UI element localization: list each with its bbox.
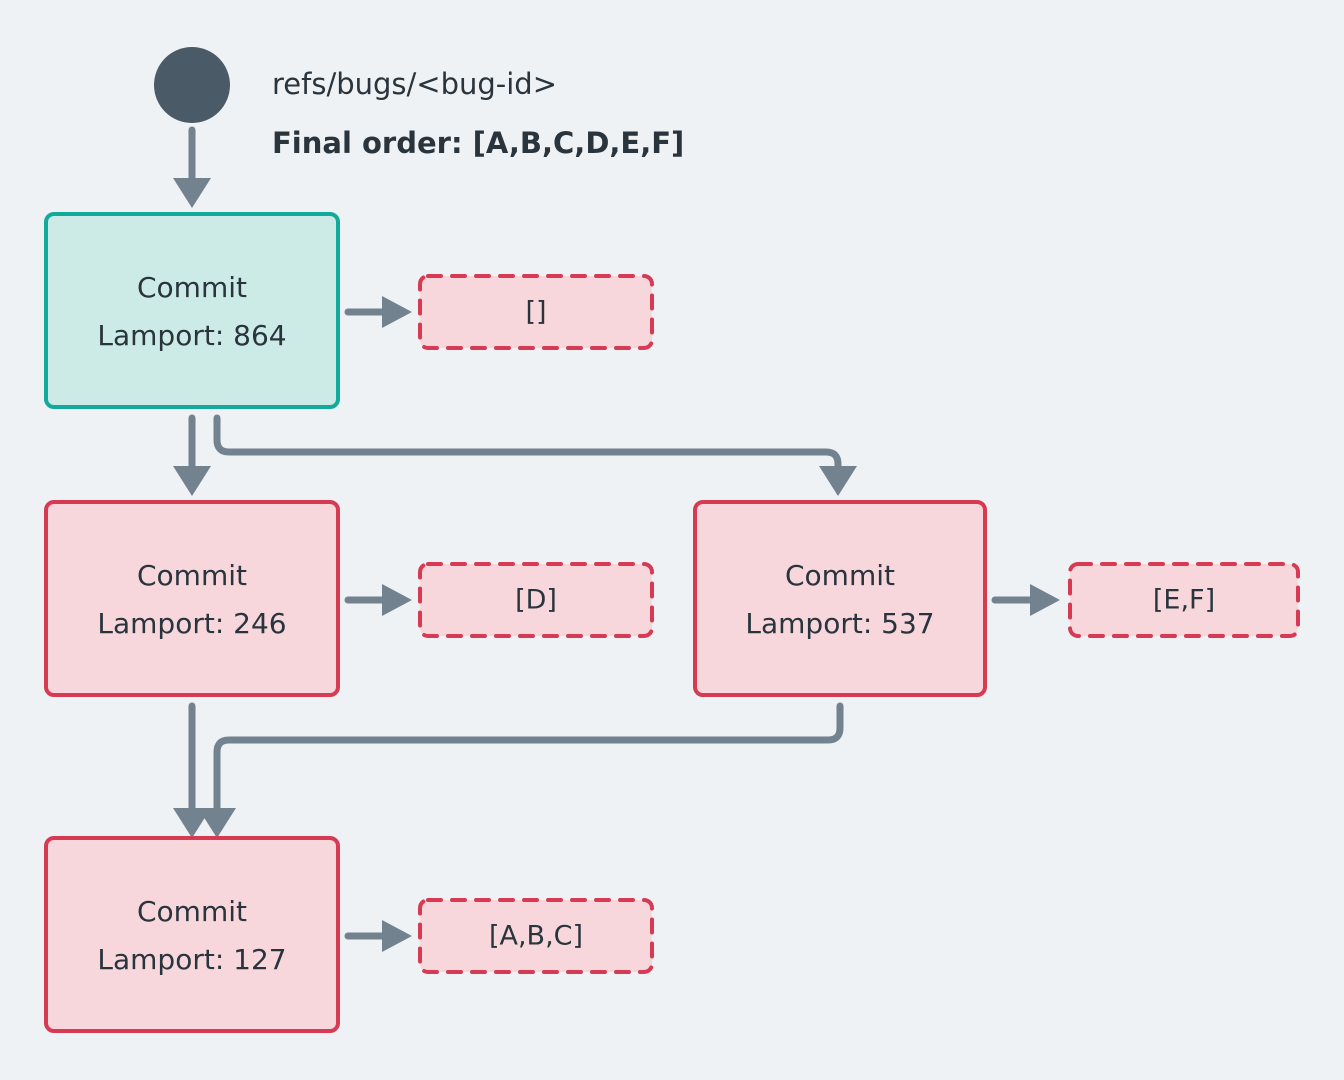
edge-commit-537-to-commit-127 — [198, 702, 844, 838]
node-commit-537-line2: Lamport: 537 — [745, 607, 934, 640]
queue-box-commit-537[interactable]: [E,F] — [1068, 562, 1300, 638]
edge-commit-864-to-commit-537 — [213, 414, 857, 496]
root-node-dot[interactable] — [154, 47, 230, 123]
queue-box-commit-864-label: [] — [525, 297, 546, 328]
queue-box-commit-246-label: [D] — [515, 585, 557, 616]
node-commit-864-line2: Lamport: 864 — [97, 319, 286, 352]
node-commit-537[interactable]: Commit Lamport: 537 — [693, 500, 987, 697]
node-commit-127-line1: Commit — [137, 895, 247, 928]
node-commit-246-line1: Commit — [137, 559, 247, 592]
queue-box-commit-127-label: [A,B,C] — [489, 921, 583, 952]
queue-box-commit-246[interactable]: [D] — [418, 562, 654, 638]
edge-commit-537-to-queue — [991, 584, 1060, 616]
node-commit-537-line1: Commit — [785, 559, 895, 592]
node-commit-127[interactable]: Commit Lamport: 127 — [44, 836, 340, 1033]
ref-path-label: refs/bugs/<bug-id> — [272, 67, 557, 101]
edge-commit-127-to-queue — [344, 920, 412, 952]
edge-commit-864-to-commit-246 — [173, 414, 211, 496]
node-commit-246-line2: Lamport: 246 — [97, 607, 286, 640]
node-commit-864-line1: Commit — [137, 271, 247, 304]
edge-root-to-commit-864 — [173, 126, 211, 208]
queue-box-commit-864[interactable]: [] — [418, 274, 654, 350]
final-order-label: Final order: [A,B,C,D,E,F] — [272, 126, 684, 160]
queue-box-commit-537-label: [E,F] — [1153, 585, 1215, 616]
node-commit-864[interactable]: Commit Lamport: 864 — [44, 212, 340, 409]
edge-commit-246-to-queue — [344, 584, 412, 616]
edge-commit-864-to-queue — [344, 296, 412, 328]
node-commit-246[interactable]: Commit Lamport: 246 — [44, 500, 340, 697]
queue-box-commit-127[interactable]: [A,B,C] — [418, 898, 654, 974]
edge-commit-246-to-commit-127 — [173, 702, 211, 838]
node-commit-127-line2: Lamport: 127 — [97, 943, 286, 976]
